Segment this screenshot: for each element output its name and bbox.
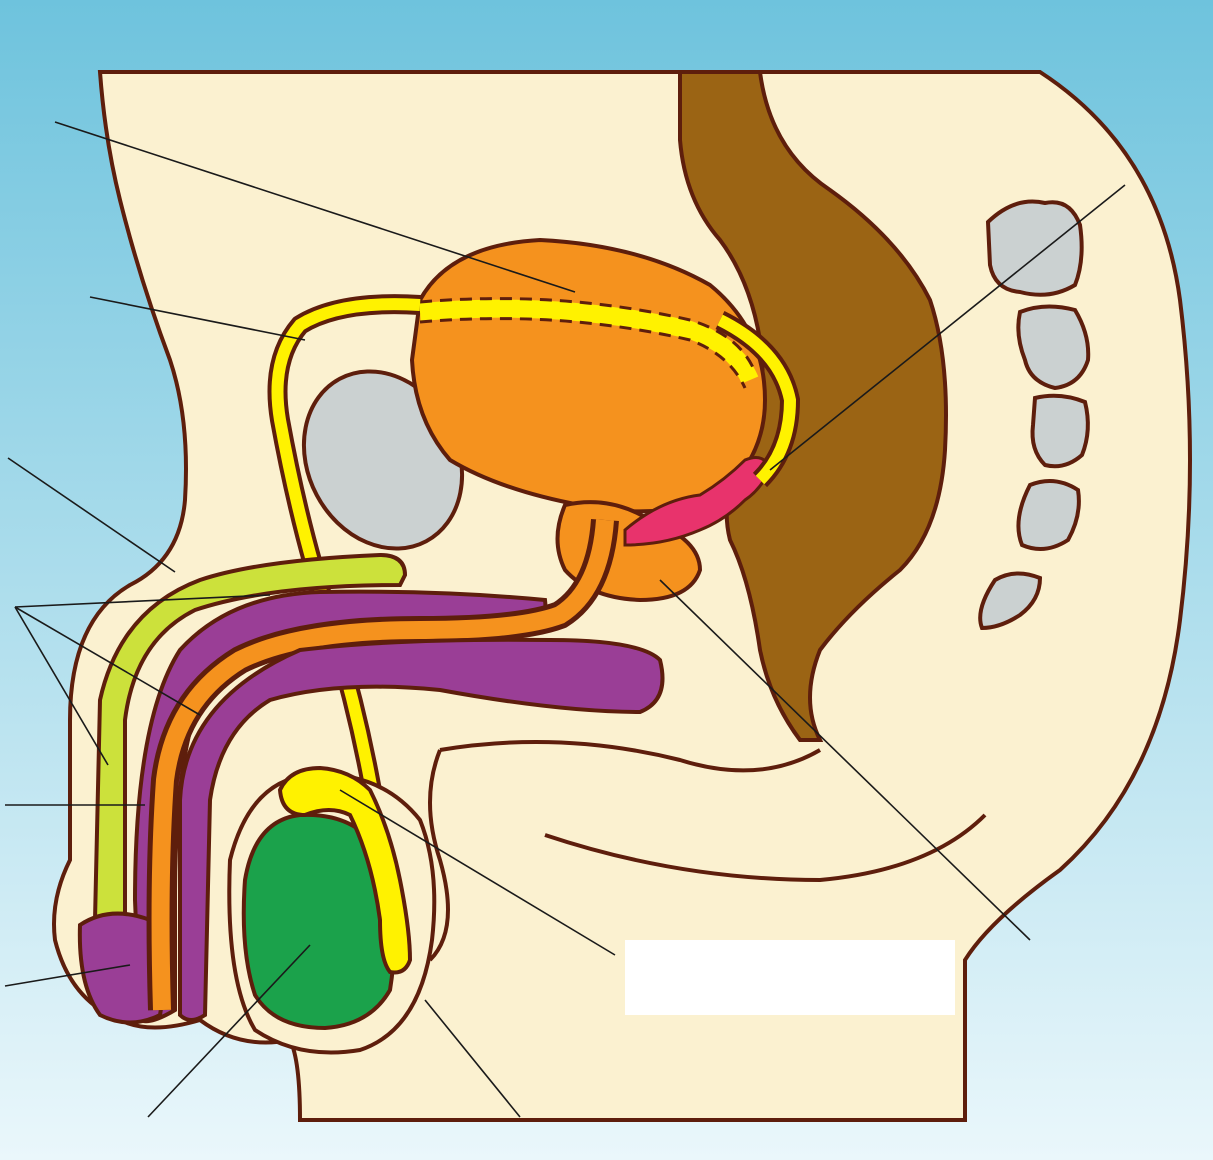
vertebra-1 <box>988 202 1082 295</box>
label-box-blank <box>625 940 955 1015</box>
vertebra-3 <box>1033 396 1088 467</box>
vertebra-4 <box>1018 481 1078 549</box>
